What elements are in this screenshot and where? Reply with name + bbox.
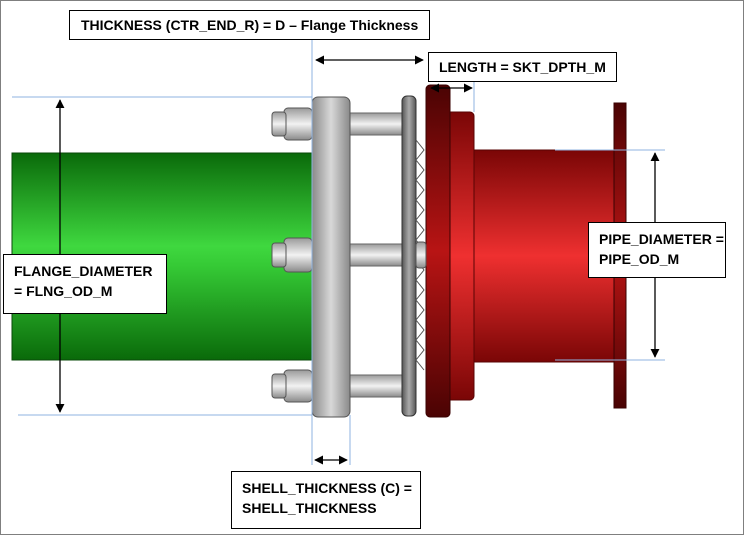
flange-diameter-label-line1: FLANGE_DIAMETER: [14, 263, 153, 279]
extension-lines: [12, 30, 665, 465]
pipe-diameter-label-line1: PIPE_DIAMETER =: [599, 231, 724, 247]
length-label-text: LENGTH = SKT_DPTH_M: [439, 59, 606, 75]
bolt-top: [271, 107, 407, 141]
bolt-nut-middle-right: [415, 241, 427, 269]
retaining-ring: [401, 95, 417, 417]
flange-diameter-label: FLANGE_DIAMETER = FLNG_OD_M: [3, 254, 167, 314]
flange-diameter-label-line2: = FLNG_OD_M: [14, 283, 113, 299]
shell-thickness-label: SHELL_THICKNESS (C) = SHELL_THICKNESS: [231, 471, 421, 529]
red-socket-flange: [425, 84, 451, 418]
pipe-diameter-label-line2: PIPE_OD_M: [599, 251, 680, 267]
shell-thickness-label-line1: SHELL_THICKNESS (C) =: [242, 480, 412, 496]
steel-flange: [311, 96, 351, 418]
pipe-diameter-label: PIPE_DIAMETER = PIPE_OD_M: [588, 222, 726, 278]
length-label: LENGTH = SKT_DPTH_M: [428, 52, 617, 82]
shell-thickness-label-line2: SHELL_THICKNESS: [242, 500, 377, 516]
thickness-label-text: THICKNESS (CTR_END_R) = D – Flange Thick…: [81, 17, 419, 33]
thickness-label: THICKNESS (CTR_END_R) = D – Flange Thick…: [69, 10, 431, 40]
bolt-bottom: [271, 369, 407, 403]
